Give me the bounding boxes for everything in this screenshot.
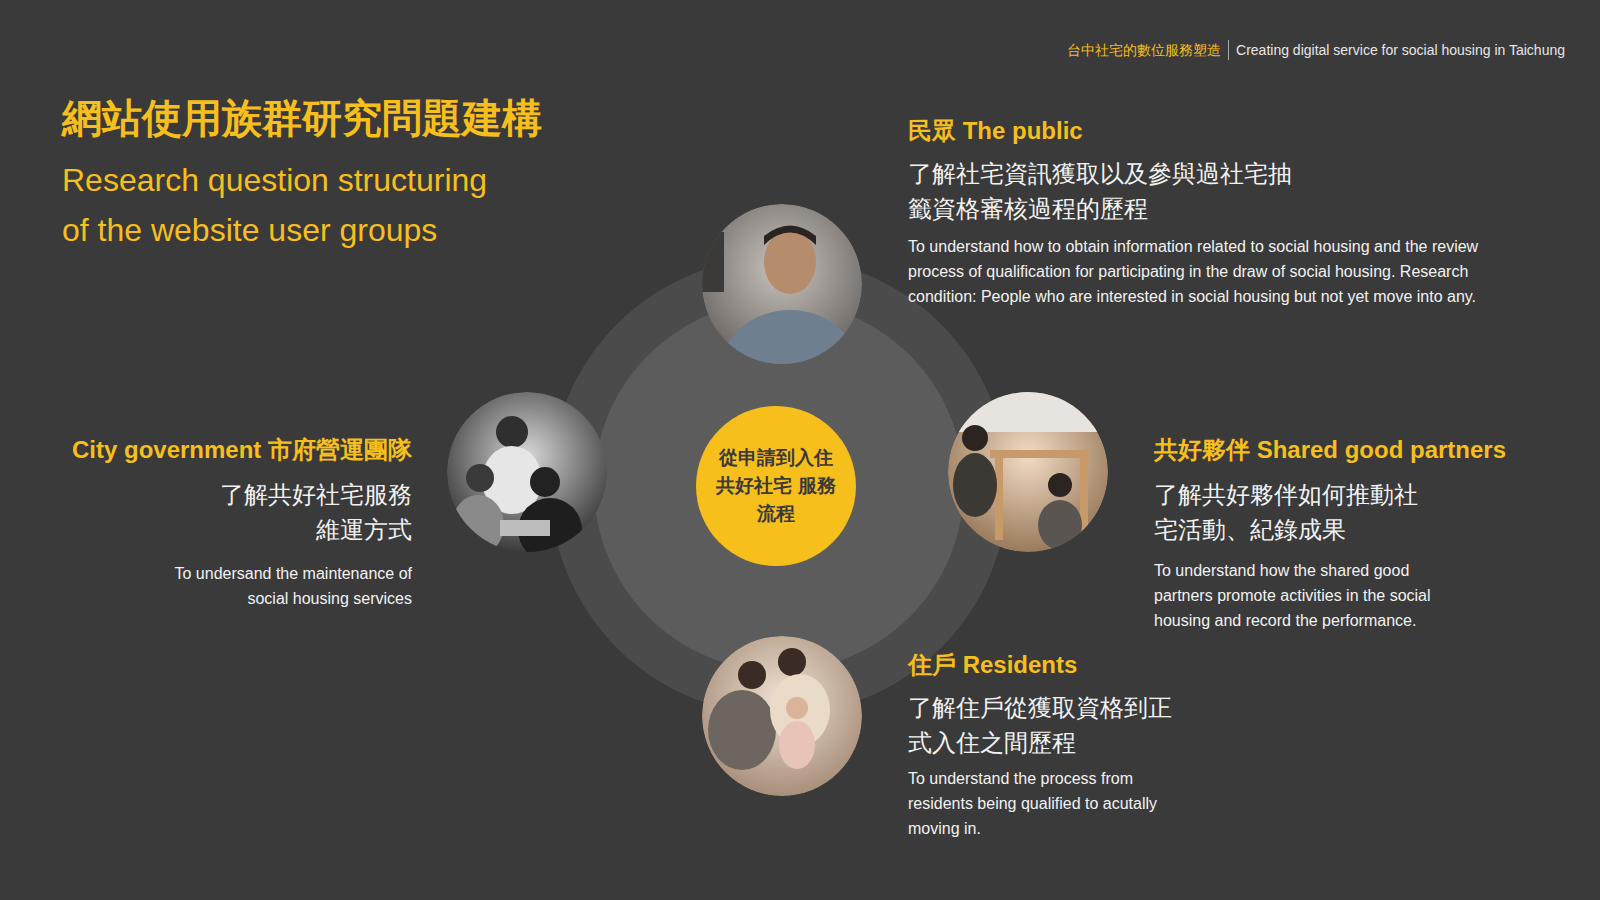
group-question-zh: 了解共好夥伴如何推動社宅活動、紀錄成果 [1154,477,1429,547]
center-circle-body: 從申請到入住 共好社宅 服務流程 [696,406,856,566]
header-line: 台中社宅的數位服務塑造 Creating digital service for … [1067,40,1565,60]
group-question-en: To undersand the maintenance of social h… [150,561,412,611]
group-question-en: To understand the process from residents… [908,766,1158,841]
header-zh: 台中社宅的數位服務塑造 [1067,40,1221,60]
group-question-en: To understand how the shared good partne… [1154,558,1459,633]
group-question-zh: 了解社宅資訊獲取以及參與過社宅抽籤資格審核過程的歷程 [908,156,1308,226]
page-title: 網站使用族群研究問題建構 [62,94,542,142]
user-group: 住戶 Residents 了解住戶從獲取資格到正式入住之間歷程To underst… [908,649,1208,841]
photo-city-government [447,392,607,562]
group-heading: City government 市府營運團隊 [42,434,412,466]
group-question-zh: 了解住戶從獲取資格到正式入住之間歷程 [908,690,1183,760]
group-heading: 共好夥伴 Shared good partners [1154,434,1574,466]
photo-shared-good-partners [948,392,1108,552]
group-question-zh: 了解共好社宅服務維運方式 [207,477,412,547]
user-group: City government 市府營運團隊了解共好社宅服務維運方式 To und… [42,434,412,611]
center-text: 從申請到入住 共好社宅 服務流程 [715,444,837,528]
user-group: 民眾 The public 了解社宅資訊獲取以及參與過社宅抽籤資格審核過程的歷程 T… [908,115,1528,309]
group-heading: 民眾 The public [908,115,1528,147]
user-group: 共好夥伴 Shared good partners 了解共好夥伴如何推動社宅活動、… [1154,434,1574,633]
center-circle: 從申請到入住 共好社宅 服務流程 [696,406,856,566]
group-heading: 住戶 Residents [908,649,1208,681]
page-subtitle: Research question structuring of the web… [62,155,512,255]
group-question-en: To understand how to obtain information … [908,234,1508,309]
header-en: Creating digital service for social hous… [1228,40,1565,60]
photo-public [702,204,862,434]
photo-residents [702,636,862,796]
inner-ring [594,301,964,671]
